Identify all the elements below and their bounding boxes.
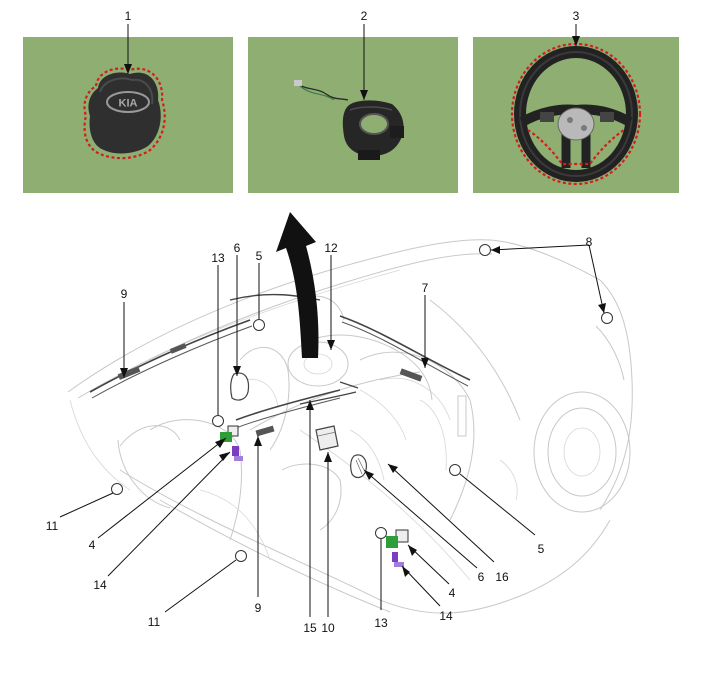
callout-numbers: 1 2 3 9 13 6 5 12 7 8 11 4 14 11 9 15 10… <box>46 9 593 635</box>
callout-5-top: 5 <box>256 249 263 263</box>
callout-9-bottom: 9 <box>255 601 262 615</box>
callout-15: 15 <box>303 621 317 635</box>
callout-1: 1 <box>125 9 132 23</box>
callout-3: 3 <box>573 9 580 23</box>
vehicle-outline <box>67 239 633 614</box>
callout-12: 12 <box>324 241 338 255</box>
callout-11-bottom: 11 <box>148 615 161 629</box>
callout-8: 8 <box>586 235 593 249</box>
marker-11-left <box>111 483 123 495</box>
callout-16: 16 <box>495 570 509 584</box>
marker-5-right <box>449 464 461 476</box>
photo-panel-steering-wheel <box>473 37 679 193</box>
curtain-airbag-right <box>229 293 471 387</box>
crash-sensor-right <box>386 529 409 567</box>
front-seat-side-airbag <box>230 372 250 401</box>
callout-6-top: 6 <box>234 241 241 255</box>
airbag-control-module <box>315 425 339 451</box>
callout-13-bottom: 13 <box>374 616 388 630</box>
callout-11-left: 11 <box>46 519 59 533</box>
marker-8-right <box>601 312 613 324</box>
kia-emblem: KIA <box>119 98 138 110</box>
callout-9-top: 9 <box>121 287 128 301</box>
marker-5-left <box>253 319 265 331</box>
photo-panel-clock-spring <box>248 37 458 193</box>
driver-side-seat-airbag <box>350 454 367 479</box>
callout-14-left: 14 <box>93 578 107 592</box>
crash-sensor-left <box>220 425 243 461</box>
callout-4-right: 4 <box>449 586 456 600</box>
marker-8-top <box>479 244 491 256</box>
curved-arrow <box>276 212 319 358</box>
marker-13-left <box>212 415 224 427</box>
steering-column-harness <box>299 381 359 405</box>
callout-7: 7 <box>422 281 429 295</box>
curtain-airbag-left <box>89 319 253 399</box>
callout-6-bottom: 6 <box>478 570 485 584</box>
callout-14-bottom: 14 <box>439 609 453 623</box>
callout-10: 10 <box>321 621 335 635</box>
callout-5-right: 5 <box>538 542 545 556</box>
callout-2: 2 <box>361 9 368 23</box>
marker-11-bottom <box>235 550 247 562</box>
callout-13-top: 13 <box>211 251 225 265</box>
marker-13-right <box>375 527 387 539</box>
side-airbag-rear <box>235 389 341 437</box>
location-markers <box>111 244 613 562</box>
leader-arrowheads <box>120 36 606 577</box>
callout-4-left: 4 <box>89 538 96 552</box>
